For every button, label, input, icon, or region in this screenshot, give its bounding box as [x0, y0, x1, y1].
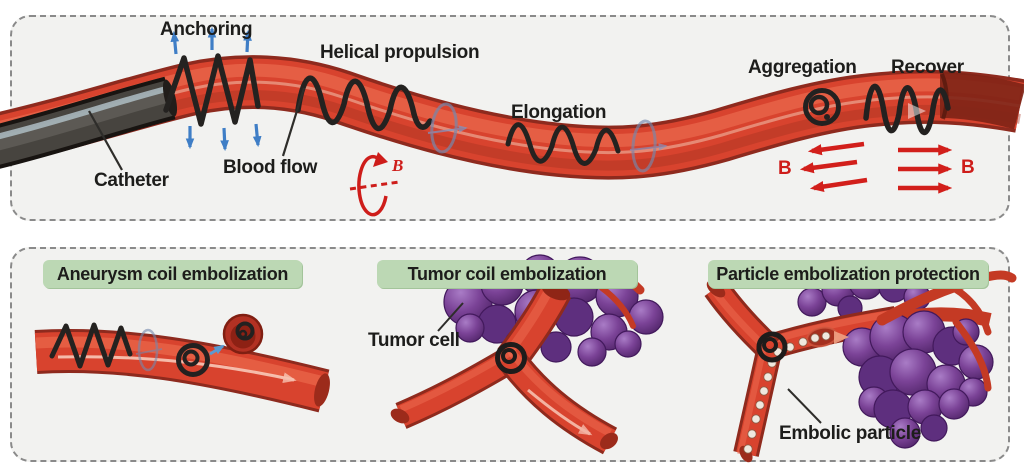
label-recover: Recover — [891, 57, 964, 78]
label-b-rotation: B — [392, 156, 404, 175]
badge-aneurysm-coil-embolization: Aneurysm coil embolization — [43, 260, 302, 288]
label-tumor-cell: Tumor cell — [368, 330, 460, 351]
label-b-field-left: B — [778, 158, 792, 179]
label-catheter: Catheter — [94, 170, 169, 191]
label-elongation: Elongation — [511, 102, 607, 123]
label-aggregation: Aggregation — [748, 57, 857, 78]
label-blood-flow: Blood flow — [223, 157, 318, 178]
label-anchoring: Anchoring — [160, 19, 253, 40]
badge-tumor-coil-embolization: Tumor coil embolization — [377, 260, 637, 288]
label-helical-propulsion: Helical propulsion — [320, 42, 480, 63]
label-b-field-right: B — [961, 157, 975, 178]
badge-particle-embolization-protection: Particle embolization protection — [708, 260, 988, 288]
label-embolic-particle: Embolic particle — [779, 423, 921, 444]
